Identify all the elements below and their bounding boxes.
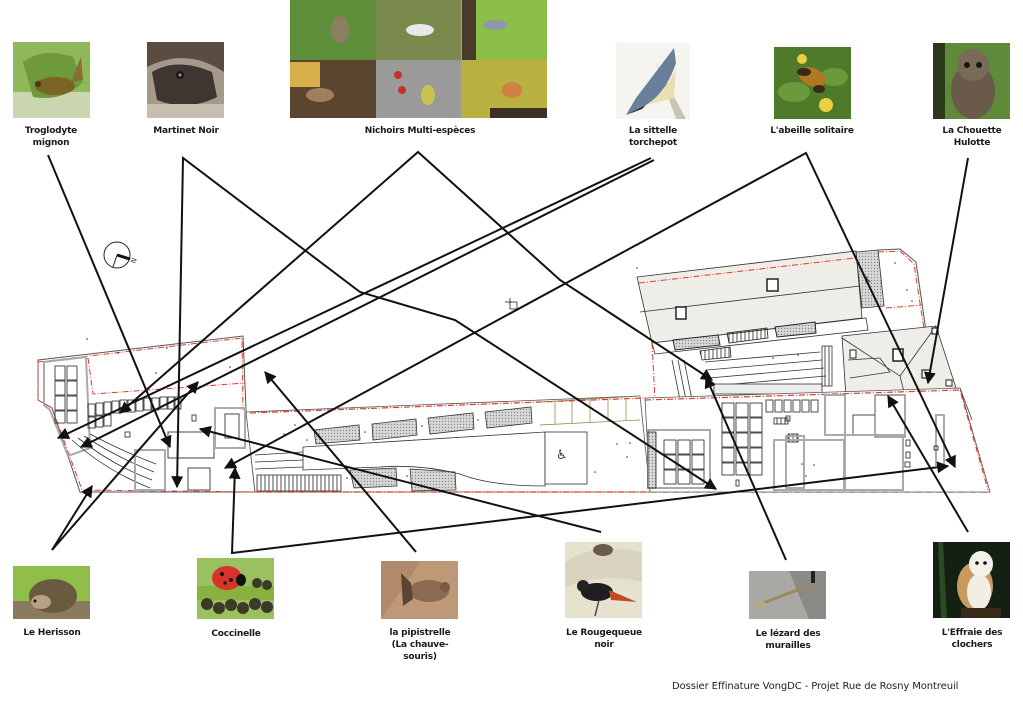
label-coccinelle: Coccinelle [211, 629, 261, 639]
label-nichoirs: Nichoirs Multi-espèces [364, 126, 476, 136]
label-herisson: Le Herisson [23, 628, 81, 638]
tawny-owl-photo [933, 43, 1010, 119]
label-pipistrelle: la pipistrelle(La chauve-souris) [389, 628, 451, 662]
nuthatch-illustration [616, 43, 690, 119]
wren-photo [13, 42, 90, 118]
bee-photo [774, 47, 851, 119]
document-footer: Dossier Effinature VongDC - Projet Rue d… [672, 681, 959, 692]
north-label: N [129, 257, 138, 265]
lizard-photo [749, 571, 826, 619]
crosshair-cursor-icon [505, 298, 518, 310]
label-martinet: Martinet Noir [153, 126, 219, 136]
barn-owl-photo [933, 542, 1010, 618]
ladybird-photo [197, 558, 274, 619]
hedgehog-photo [13, 566, 90, 619]
plan-west-wing [37, 335, 256, 493]
swift-photo [147, 42, 224, 118]
north-arrow: N [103, 241, 139, 269]
accessibility-icon: ♿ [556, 448, 568, 463]
bird-collage-photo [290, 0, 547, 118]
label-abeille: L'abeille solitaire [770, 126, 854, 136]
accessibility-icon-east: ♿ [864, 276, 872, 286]
redstart-illustration [565, 542, 642, 618]
bat-photo [381, 561, 458, 619]
plan-east-ground [644, 387, 991, 493]
plan-east-building: ♿ [636, 248, 957, 401]
